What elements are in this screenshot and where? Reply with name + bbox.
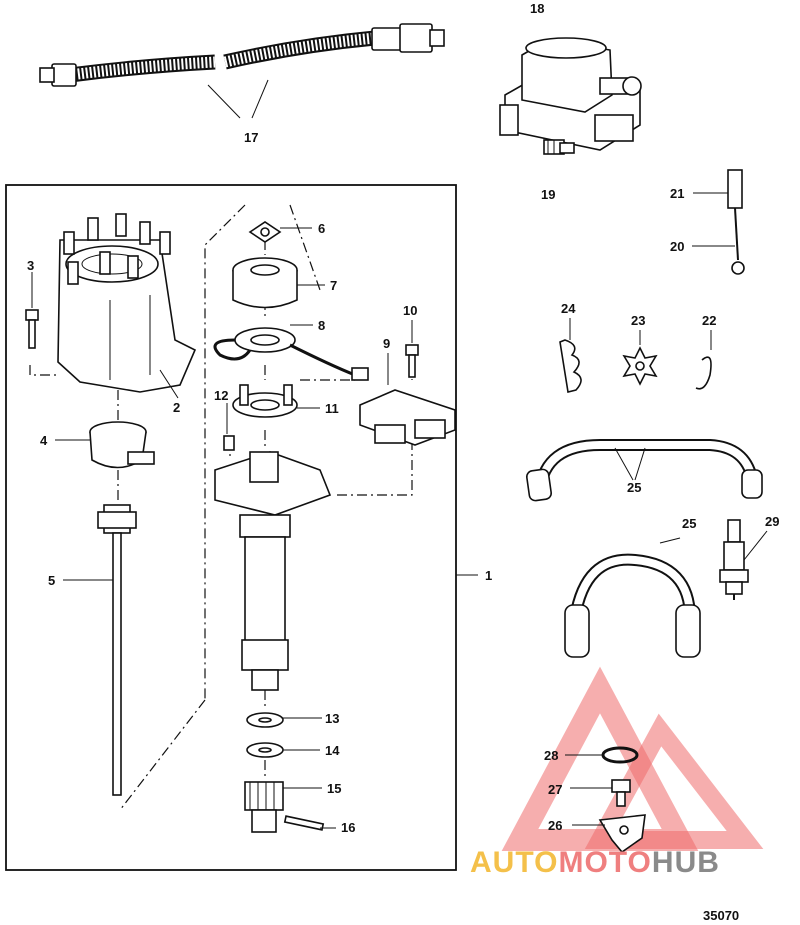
cover-7 — [232, 257, 298, 309]
ignition-module-9 — [359, 389, 456, 446]
ignition-coil-18 — [499, 37, 642, 151]
callout-8: 8 — [318, 318, 325, 333]
clamp-26 — [598, 814, 646, 854]
callout-10: 10 — [403, 303, 417, 318]
washer-13 — [246, 712, 284, 728]
callout-25-upper: 25 — [627, 480, 641, 495]
pickup-coil-8 — [213, 327, 369, 381]
callout-22: 22 — [702, 313, 716, 328]
callout-9: 9 — [383, 336, 390, 351]
watermark-part1: AUTO — [470, 846, 558, 879]
callout-1: 1 — [485, 568, 492, 583]
callout-4: 4 — [40, 433, 48, 448]
callout-24: 24 — [561, 301, 576, 316]
loom-clip-24 — [559, 339, 582, 393]
callout-28: 28 — [544, 748, 558, 763]
screw-10 — [405, 344, 419, 378]
callout-11: 11 — [325, 401, 339, 416]
distributor-cap-2 — [57, 213, 197, 393]
callout-3: 3 — [27, 258, 34, 273]
bolt-19 — [543, 139, 575, 155]
callout-15: 15 — [327, 781, 341, 796]
ground-strap-20-21 — [727, 169, 745, 275]
shaft-5 — [97, 504, 137, 796]
star-retainer-23 — [622, 346, 658, 386]
figure-reference-number: 35070 — [703, 908, 739, 923]
spark-plug-wire-25-lower — [564, 553, 701, 658]
pin-12 — [223, 435, 235, 451]
callout-20: 20 — [670, 239, 684, 254]
drive-gear-15 — [244, 781, 284, 833]
callout-19: 19 — [541, 187, 555, 202]
callout-6: 6 — [318, 221, 325, 236]
spark-plug-wire-25-upper — [525, 439, 763, 502]
svg-text:AUTOMOTOHUB: AUTOMOTOHUB — [470, 846, 720, 879]
screw-3 — [25, 309, 39, 349]
callout-21: 21 — [670, 186, 684, 201]
callout-7: 7 — [330, 278, 337, 293]
gasket-6 — [248, 221, 282, 243]
watermark-part2: MOTO — [558, 846, 651, 879]
watermark: AUTOMOTOHUB — [470, 846, 720, 879]
callout-16: 16 — [341, 820, 355, 835]
callout-14: 14 — [325, 743, 340, 758]
wiring-harness-17 — [39, 23, 445, 87]
callout-12: 12 — [214, 388, 228, 403]
spark-plug-29 — [719, 519, 749, 600]
washer-14 — [246, 742, 284, 758]
rotor-4 — [89, 421, 155, 469]
callout-29: 29 — [765, 514, 779, 529]
watermark-part3: HUB — [652, 846, 720, 879]
callout-17: 17 — [244, 130, 258, 145]
callout-23: 23 — [631, 313, 645, 328]
bolt-27 — [611, 779, 631, 807]
distributor-housing — [214, 451, 332, 691]
clip-22 — [695, 356, 712, 390]
callout-5: 5 — [48, 573, 55, 588]
callout-18: 18 — [530, 1, 544, 16]
callout-25-lower: 25 — [682, 516, 696, 531]
assembly-frame — [5, 184, 457, 871]
callout-27: 27 — [548, 782, 562, 797]
plate-11 — [232, 384, 298, 418]
roll-pin-16 — [283, 815, 325, 831]
callout-13: 13 — [325, 711, 339, 726]
callout-2: 2 — [173, 400, 180, 415]
callout-26: 26 — [548, 818, 562, 833]
